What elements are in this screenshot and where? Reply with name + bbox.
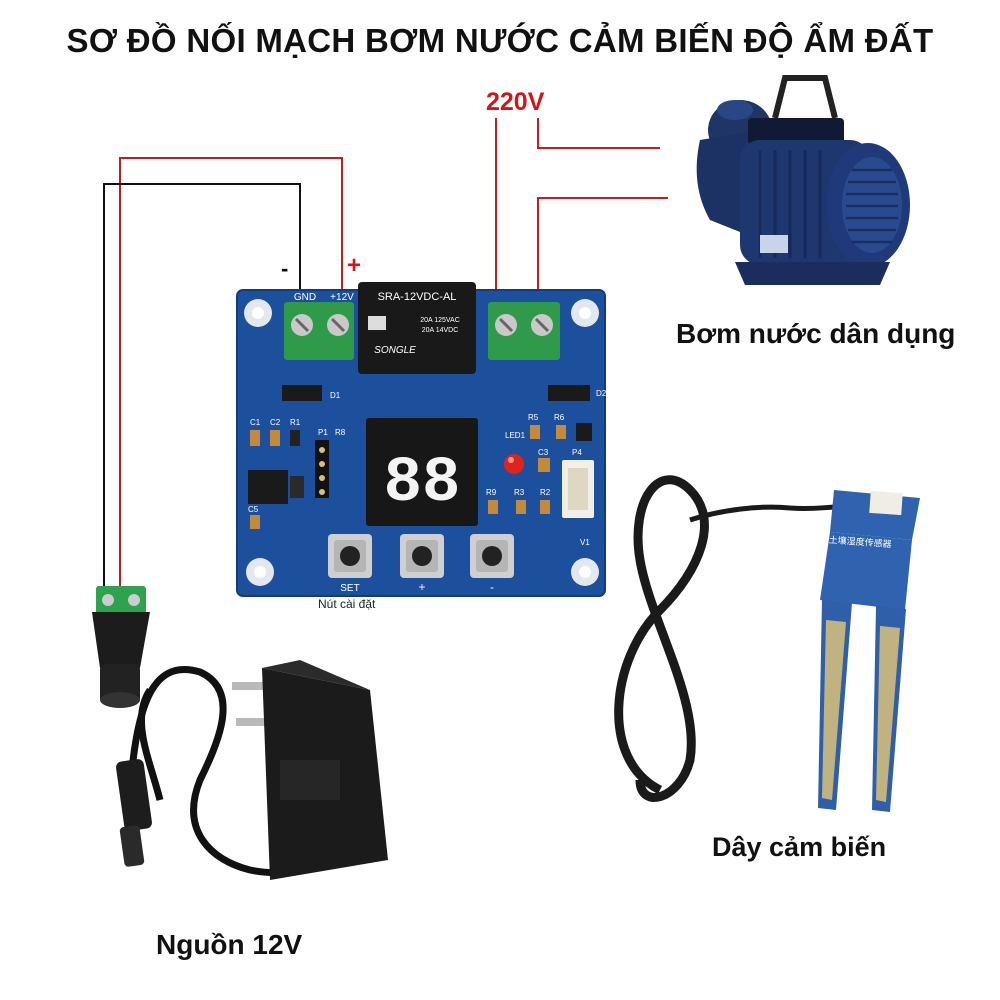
header-p1: P1 R8: [315, 428, 346, 498]
svg-text:C2: C2: [270, 418, 281, 427]
svg-text:20A 125VAC: 20A 125VAC: [420, 317, 460, 324]
svg-text:R9: R9: [486, 488, 497, 497]
relay: SRA-12VDC-AL 20A 125VAC 20A 14VDC SONGLE: [358, 282, 476, 374]
svg-text:SET: SET: [340, 583, 359, 594]
terminal-load: [488, 302, 560, 360]
svg-text:SONGLE: SONGLE: [374, 345, 416, 356]
svg-text:P4: P4: [572, 448, 582, 457]
wire-gnd: [103, 183, 301, 590]
label-12v: +12V: [330, 292, 354, 303]
svg-text:D1: D1: [330, 391, 341, 400]
svg-text:LED1: LED1: [505, 431, 526, 440]
seven-segment-display: 88: [366, 418, 478, 526]
setting-buttons: SET + -: [328, 534, 514, 594]
svg-text:20A 14VDC: 20A 14VDC: [422, 327, 459, 334]
controller-board: SRA-12VDC-AL 20A 125VAC 20A 14VDC SONGLE…: [236, 282, 607, 597]
svg-text:R6: R6: [554, 413, 565, 422]
terminal-power: [284, 302, 354, 360]
set-button: SET: [328, 534, 372, 594]
diode-d2: [548, 385, 590, 401]
sensor-board-text: 土壤湿度传感器: [828, 534, 892, 549]
negative-label: -: [281, 256, 289, 281]
plus-button: +: [400, 534, 444, 594]
led1: LED1: [504, 431, 526, 474]
svg-text:-: -: [490, 580, 494, 594]
svg-text:V1: V1: [580, 538, 590, 547]
positive-label: +: [347, 252, 362, 279]
sensor-connector-p4: P4 V1: [562, 448, 594, 547]
wires: [103, 118, 668, 590]
svg-text:R8: R8: [335, 428, 346, 437]
page-title: SƠ ĐỒ NỐI MẠCH BƠM NƯỚC CẢM BIẾN ĐỘ ẨM Đ…: [66, 22, 934, 59]
wire-220v-b: [537, 118, 660, 149]
power-adapter: [116, 660, 388, 880]
svg-text:C1: C1: [250, 418, 261, 427]
display-digits: 88: [384, 448, 461, 520]
svg-text:R1: R1: [290, 418, 301, 427]
svg-text:D2: D2: [596, 389, 607, 398]
sensor-cable-label: Dây cảm biến: [712, 832, 887, 862]
svg-text:+: +: [418, 580, 425, 594]
relay-model: SRA-12VDC-AL: [378, 291, 457, 303]
minus-button: -: [470, 534, 514, 594]
dc-female-jack: [92, 586, 150, 708]
soil-sensor: 土壤湿度传感器: [614, 475, 920, 812]
setting-buttons-label: Nút cài đặt: [318, 597, 376, 611]
smd-left: C1 C2 R1 C5: [248, 418, 304, 529]
wire-220v-c: [537, 197, 668, 295]
svg-text:R3: R3: [514, 488, 525, 497]
svg-text:C5: C5: [248, 505, 259, 514]
svg-text:C3: C3: [538, 448, 549, 457]
voltage-220v-label: 220V: [486, 88, 545, 116]
mounting-holes: [244, 299, 599, 586]
pump-label: Bơm nước dân dụng: [676, 318, 956, 349]
smd-right: R5 R6 C3 R9 R3 R2: [486, 413, 592, 514]
svg-text:P1: P1: [318, 428, 328, 437]
diode-d1: [282, 385, 322, 401]
water-pump: [696, 75, 910, 285]
svg-text:R5: R5: [528, 413, 539, 422]
svg-text:R2: R2: [540, 488, 551, 497]
power-supply-label: Nguồn 12V: [156, 929, 303, 960]
wire-12v-positive: [119, 157, 343, 590]
label-gnd: GND: [294, 292, 316, 303]
